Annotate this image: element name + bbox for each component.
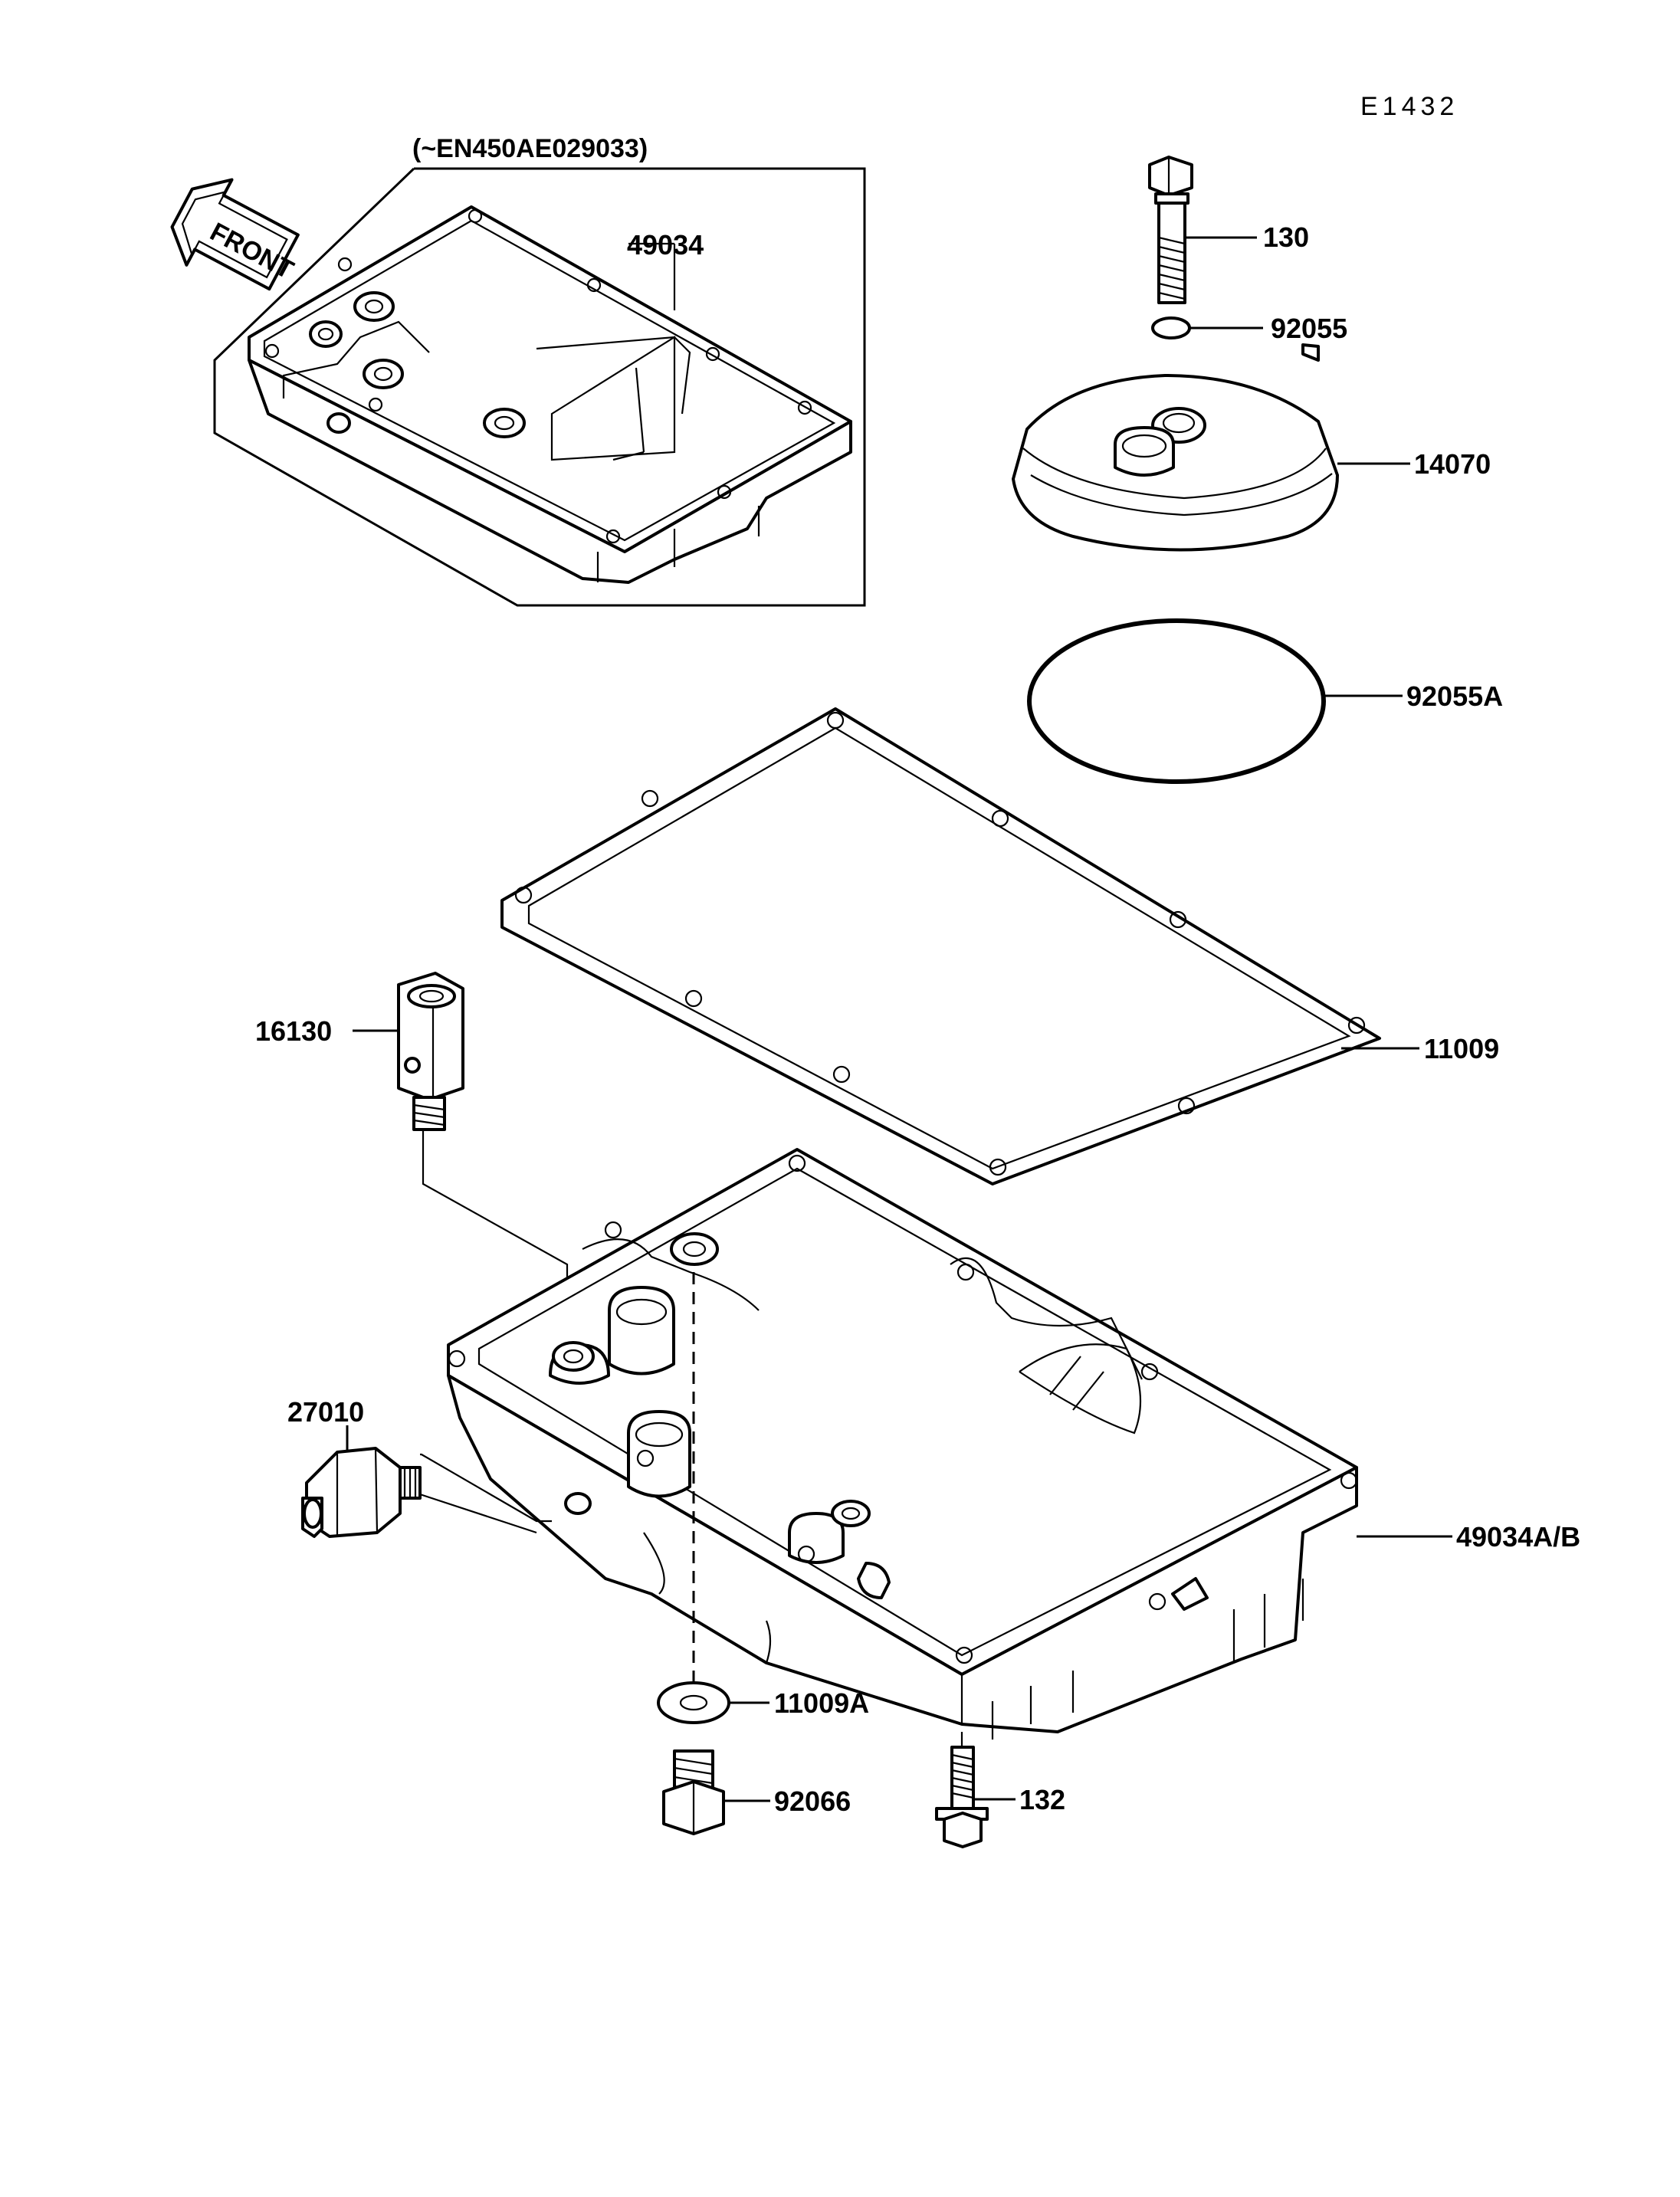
drain-gasket-11009A-drawing bbox=[657, 1681, 730, 1724]
reference-code: E1432 bbox=[1360, 92, 1459, 121]
inset-frame bbox=[213, 167, 866, 607]
drain-plug-92066-drawing bbox=[662, 1749, 725, 1835]
inset-early-pan: (~EN450AE029033) FRONT bbox=[170, 134, 866, 607]
serial-note: (~EN450AE029033) bbox=[412, 134, 648, 163]
label-92055: 92055 bbox=[1271, 313, 1347, 344]
bolt-130-drawing bbox=[1148, 156, 1193, 304]
filter-cover-14070-drawing bbox=[1012, 343, 1339, 552]
oil-pan-49034AB-drawing bbox=[447, 1148, 1358, 1740]
fitting-16130-drawing bbox=[397, 972, 464, 1131]
front-arrow-icon: FRONT bbox=[170, 178, 300, 291]
label-14070: 14070 bbox=[1414, 448, 1491, 480]
label-27010: 27010 bbox=[287, 1396, 364, 1428]
label-92066: 92066 bbox=[774, 1785, 851, 1817]
label-130: 130 bbox=[1263, 221, 1309, 253]
oil-pan-early-drawing bbox=[248, 205, 852, 584]
assembly-line-switch-b bbox=[419, 1493, 537, 1534]
label-132: 132 bbox=[1019, 1784, 1065, 1815]
label-92055A: 92055A bbox=[1406, 680, 1503, 712]
gasket-11009-drawing bbox=[500, 707, 1381, 1185]
label-16130: 16130 bbox=[255, 1015, 332, 1047]
oring-92055-drawing bbox=[1151, 316, 1191, 339]
label-49034: 49034 bbox=[627, 229, 704, 261]
oring-92055A-drawing bbox=[1027, 618, 1326, 784]
label-11009: 11009 bbox=[1424, 1033, 1499, 1064]
pan-bolt-132-drawing bbox=[935, 1732, 989, 1848]
oil-switch-27010-drawing bbox=[301, 1447, 422, 1538]
label-11009A: 11009A bbox=[774, 1687, 869, 1719]
assembly-line-switch bbox=[420, 1453, 552, 1523]
label-49034AB: 49034A/B bbox=[1456, 1521, 1580, 1553]
